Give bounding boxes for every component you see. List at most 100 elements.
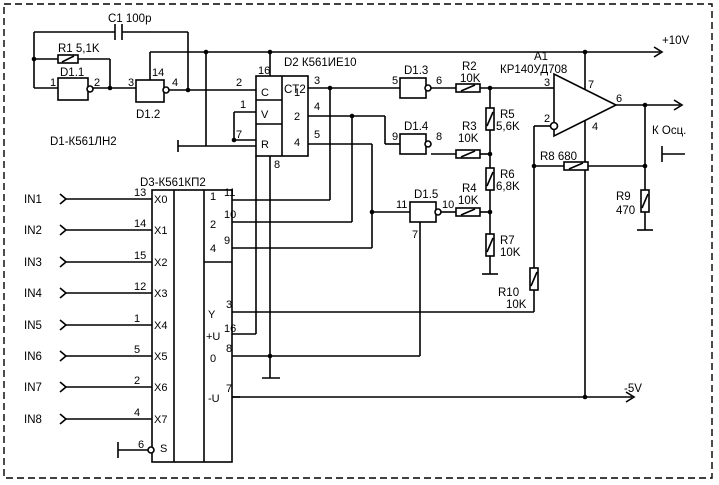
r6-value: 6,8K bbox=[496, 181, 520, 193]
d2-counter-wiring bbox=[177, 52, 280, 379]
mux-inputs: IN113X0IN214X1IN315X2IN412X3IN51X4IN65X5… bbox=[24, 187, 167, 426]
d3-pin-10: 10 bbox=[224, 209, 236, 221]
d3-pin-16: 16 bbox=[224, 323, 236, 335]
d3-plus-u: +U bbox=[206, 331, 220, 343]
d1-5-pin-out: 10 bbox=[442, 199, 454, 211]
d3-x-pin-number: 2 bbox=[134, 375, 140, 387]
d3-x-label: X6 bbox=[154, 382, 167, 394]
r5-value: 5,6K bbox=[496, 121, 520, 133]
input-arrow-icon bbox=[59, 413, 68, 425]
d2-pin-7: 7 bbox=[236, 129, 242, 141]
d3-addr-2: 2 bbox=[210, 219, 216, 231]
input-arrow-icon bbox=[59, 319, 68, 331]
positive-rail bbox=[196, 46, 664, 58]
input-label-8: IN8 bbox=[24, 414, 42, 426]
d1-5-label: D1.5 bbox=[414, 189, 438, 201]
a1-label: A1 bbox=[534, 51, 548, 63]
d3-addr-1: 1 bbox=[210, 191, 216, 203]
r10-value: 10K bbox=[506, 299, 527, 311]
d1-3-gate bbox=[399, 77, 432, 99]
d3-x-pin-number: 14 bbox=[134, 218, 146, 230]
d2-out-1: 1 bbox=[294, 87, 300, 99]
d2-pin-c: C bbox=[261, 87, 269, 99]
d1-5-pin-gnd: 7 bbox=[412, 229, 418, 241]
d3-zero: 0 bbox=[210, 353, 216, 365]
d3-label: D3-К561КП2 bbox=[140, 177, 206, 189]
d3-s-inverter-bubble bbox=[147, 446, 155, 454]
d3-x-label: X5 bbox=[154, 351, 167, 363]
d1-1-pin-in: 1 bbox=[50, 77, 56, 89]
input-arrow-icon bbox=[59, 350, 68, 362]
input-label-7: IN7 bbox=[24, 382, 42, 394]
r9-value: 470 bbox=[616, 205, 635, 217]
d3-mux-chip bbox=[151, 189, 233, 463]
d1-2-label: D1.2 bbox=[136, 109, 160, 121]
input-arrow-icon bbox=[59, 224, 68, 236]
d2-pin-16: 16 bbox=[258, 65, 270, 77]
r2-value: 10K bbox=[460, 73, 481, 85]
negative-rail bbox=[232, 391, 636, 403]
d1-3-label: D1.3 bbox=[404, 65, 428, 77]
d3-pin-9: 9 bbox=[224, 235, 230, 247]
a1-pin-2: 2 bbox=[544, 113, 550, 125]
r3-value: 10K bbox=[458, 133, 479, 145]
d3-y-label: Y bbox=[208, 309, 216, 321]
d3-x-label: X2 bbox=[154, 257, 167, 269]
d1-1-label: D1.1 bbox=[60, 67, 84, 79]
input-label-3: IN3 bbox=[24, 257, 42, 269]
d1-4-label: D1.4 bbox=[404, 121, 429, 133]
d3-minus-u: -U bbox=[208, 393, 220, 405]
d1-4-pin-out: 8 bbox=[436, 131, 442, 143]
d2-pin-4: 4 bbox=[314, 101, 320, 113]
d3-power-wiring bbox=[117, 156, 257, 458]
c1-label: C1 100p bbox=[108, 13, 151, 25]
d1-1-gate bbox=[57, 77, 94, 101]
d3-pin-8: 8 bbox=[226, 343, 232, 355]
r5-label: R5 bbox=[500, 109, 515, 121]
r9-label: R9 bbox=[616, 191, 631, 203]
d2-pin-8: 8 bbox=[274, 159, 280, 171]
a1-opamp bbox=[549, 72, 618, 138]
a1-pin-6: 6 bbox=[616, 93, 622, 105]
d2-pin-3: 3 bbox=[314, 75, 320, 87]
d1-1-pin-out: 2 bbox=[94, 77, 100, 89]
input-arrow-icon bbox=[59, 256, 68, 268]
d1-type-label: D1-К561ЛН2 bbox=[50, 136, 117, 148]
input-label-2: IN2 bbox=[24, 225, 42, 237]
d3-x-label: X1 bbox=[154, 225, 167, 237]
d2-pin-2: 2 bbox=[236, 77, 242, 89]
a1-pin-3: 3 bbox=[544, 77, 550, 89]
d3-pin-11: 11 bbox=[224, 187, 235, 199]
d1-2-pin-out: 4 bbox=[172, 77, 178, 89]
r2-label: R2 bbox=[462, 61, 477, 73]
d3-pin-3: 3 bbox=[226, 299, 232, 311]
d3-x-pin-number: 5 bbox=[134, 344, 140, 356]
r7-value: 10K bbox=[500, 247, 521, 259]
d1-4-pin-in: 9 bbox=[392, 131, 398, 143]
r4-label: R4 bbox=[462, 183, 477, 195]
positive-rail-label: +10V bbox=[662, 35, 690, 47]
r10-label: R10 bbox=[498, 287, 519, 299]
d1-5-pin-in: 11 bbox=[396, 199, 407, 211]
input-arrow-icon bbox=[59, 381, 68, 393]
d3-x-pin-number: 4 bbox=[134, 407, 140, 419]
d2-pin-1: 1 bbox=[240, 99, 246, 111]
d2-ct-label: CT2 bbox=[284, 84, 306, 96]
d3-x-pin-number: 1 bbox=[134, 313, 140, 325]
d3-x-label: X3 bbox=[154, 288, 167, 300]
d2-out-2: 2 bbox=[294, 111, 300, 123]
d3-x-label: X0 bbox=[154, 194, 167, 206]
d3-addr-4: 4 bbox=[210, 243, 216, 255]
gate-ground-wiring bbox=[232, 222, 421, 357]
r4-value: 10K bbox=[458, 195, 479, 207]
d2-label: D2 К561ИЕ10 bbox=[284, 57, 357, 69]
d1-2-pin-vcc: 14 bbox=[152, 67, 164, 79]
d3-x-label: X7 bbox=[154, 414, 167, 426]
a1-pin-7: 7 bbox=[588, 79, 594, 91]
d1-4-gate bbox=[399, 133, 432, 155]
d1-3-pin-out: 6 bbox=[436, 75, 442, 87]
board-outline bbox=[3, 3, 713, 479]
input-label-5: IN5 bbox=[24, 320, 42, 332]
input-label-6: IN6 bbox=[24, 351, 42, 363]
input-arrow-icon bbox=[59, 287, 68, 299]
